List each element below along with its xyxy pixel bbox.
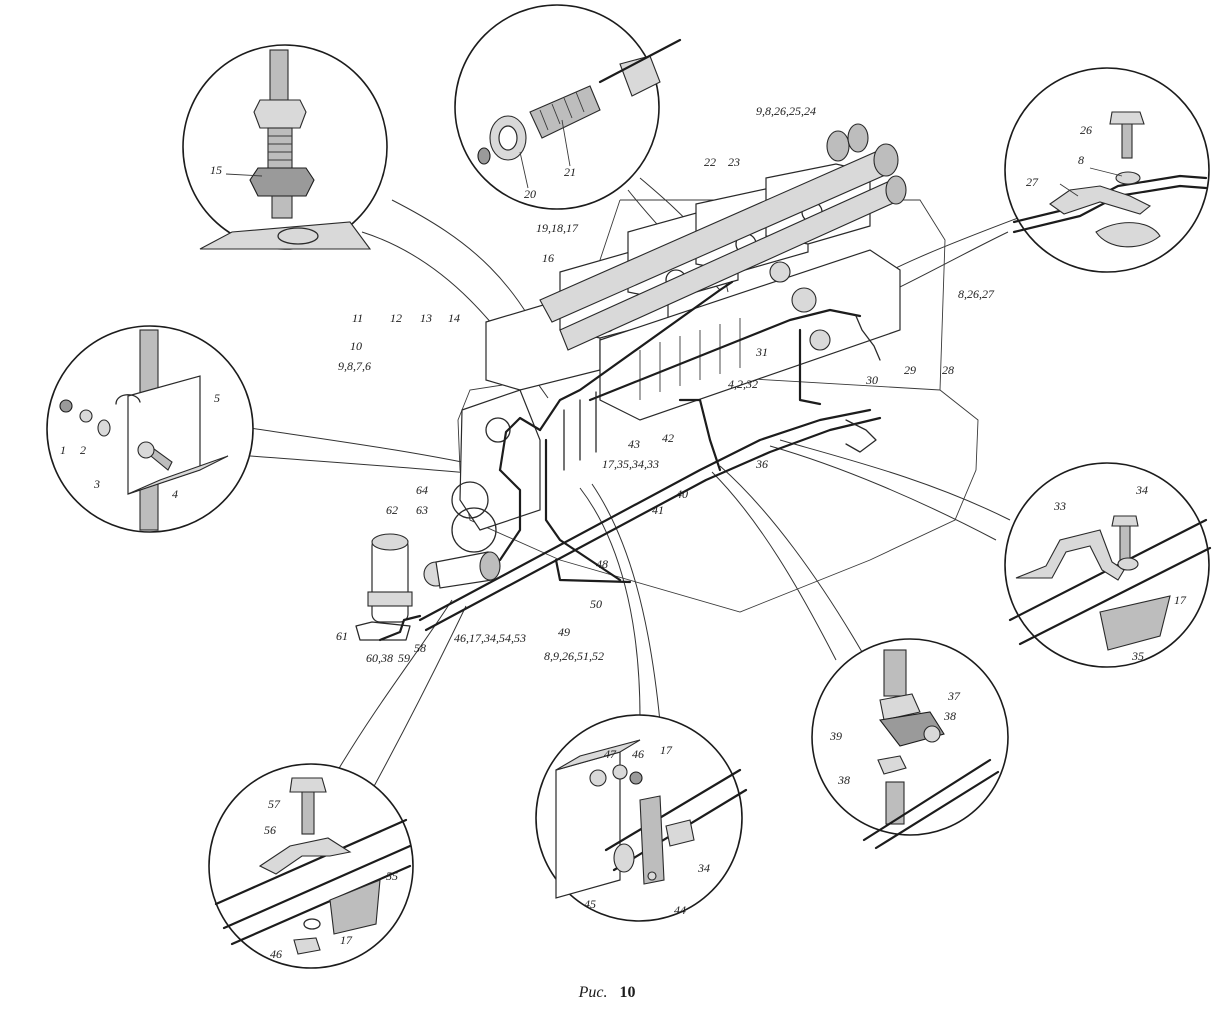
caption-number: 10 [619, 984, 636, 1001]
label-group-191817: 19,18,17 [536, 221, 579, 235]
label-47: 47 [604, 747, 617, 761]
label-26: 26 [1080, 123, 1092, 137]
fuel-filter [355, 533, 413, 641]
label-group-4232: 4,2,32 [728, 377, 758, 391]
label-40: 40 [676, 487, 688, 501]
label-39: 39 [829, 729, 842, 743]
pump-cylinder [423, 551, 501, 589]
label-55: 55 [386, 869, 398, 883]
label-57: 57 [268, 797, 281, 811]
label-46-g: 46 [632, 747, 644, 761]
label-61: 61 [336, 629, 348, 643]
label-38-a: 38 [943, 709, 956, 723]
engine-assembly [355, 123, 979, 642]
label-44: 44 [674, 903, 686, 917]
label-group-98262524: 9,8,26,25,24 [756, 104, 816, 118]
label-30: 30 [865, 373, 878, 387]
label-group-17353433: 17,35,34,33 [602, 457, 659, 471]
detail-circle-bracket [46, 325, 254, 533]
detail-circle-valve [811, 638, 1009, 850]
detail-circle-connector [454, 4, 682, 210]
label-8: 8 [1078, 153, 1084, 167]
label-37: 37 [947, 689, 961, 703]
label-group-6038: 60,38 [366, 651, 393, 665]
label-38-b: 38 [837, 773, 850, 787]
label-14: 14 [448, 311, 460, 325]
label-4: 4 [172, 487, 178, 501]
label-58: 58 [414, 641, 426, 655]
detail-circle-tube-clamp [1004, 462, 1212, 668]
flywheel-housing [451, 389, 541, 553]
label-63: 63 [416, 503, 428, 517]
part-labels: 15 20 21 26 8 27 9,8,26,25,24 22 23 19,1… [60, 104, 1187, 961]
label-12: 12 [390, 311, 402, 325]
label-3: 3 [93, 477, 100, 491]
label-23: 23 [728, 155, 740, 169]
label-31: 31 [755, 345, 768, 359]
label-21: 21 [564, 165, 576, 179]
callout-leaders [249, 177, 1019, 791]
label-41: 41 [652, 503, 664, 517]
label-10: 10 [350, 339, 362, 353]
manifold-pipes [539, 123, 907, 351]
label-16: 16 [542, 251, 554, 265]
label-42: 42 [662, 431, 674, 445]
label-34: 34 [1135, 483, 1148, 497]
label-56: 56 [264, 823, 276, 837]
label-45: 45 [584, 897, 596, 911]
label-1: 1 [60, 443, 66, 457]
label-group-9876: 9,8,7,6 [338, 359, 371, 373]
label-2: 2 [80, 443, 86, 457]
label-27: 27 [1026, 175, 1039, 189]
label-13: 13 [420, 311, 432, 325]
label-34-g: 34 [697, 861, 710, 875]
label-17-g: 17 [660, 743, 673, 757]
label-20: 20 [524, 187, 536, 201]
label-28: 28 [942, 363, 954, 377]
fuel-lines [378, 280, 882, 642]
label-29: 29 [904, 363, 916, 377]
label-64: 64 [416, 483, 428, 497]
label-50: 50 [590, 597, 602, 611]
label-35: 35 [1131, 649, 1144, 663]
label-group-82627: 8,26,27 [958, 287, 995, 301]
label-group-89265152: 8,9,26,51,52 [544, 649, 604, 663]
detail-circle-clamp [1004, 67, 1210, 273]
label-17-h: 17 [340, 933, 353, 947]
label-36: 36 [755, 457, 768, 471]
label-33: 33 [1053, 499, 1066, 513]
label-15: 15 [210, 163, 222, 177]
detail-circle-fitting [182, 44, 388, 250]
label-62: 62 [386, 503, 398, 517]
detail-circle-pipe-clamp [208, 763, 414, 969]
label-49: 49 [558, 625, 570, 639]
label-group-461734: 46,17,34,54,53 [454, 631, 526, 645]
figure-caption: Рис. 10 [0, 984, 1214, 1002]
label-5: 5 [214, 391, 220, 405]
label-46-h: 46 [270, 947, 282, 961]
detail-circle-support [535, 714, 748, 922]
label-59: 59 [398, 651, 410, 665]
label-43: 43 [628, 437, 640, 451]
label-22: 22 [704, 155, 716, 169]
label-11: 11 [352, 311, 363, 325]
label-17-e: 17 [1174, 593, 1187, 607]
label-48: 48 [596, 557, 608, 571]
caption-prefix: Рис. [578, 984, 608, 1001]
